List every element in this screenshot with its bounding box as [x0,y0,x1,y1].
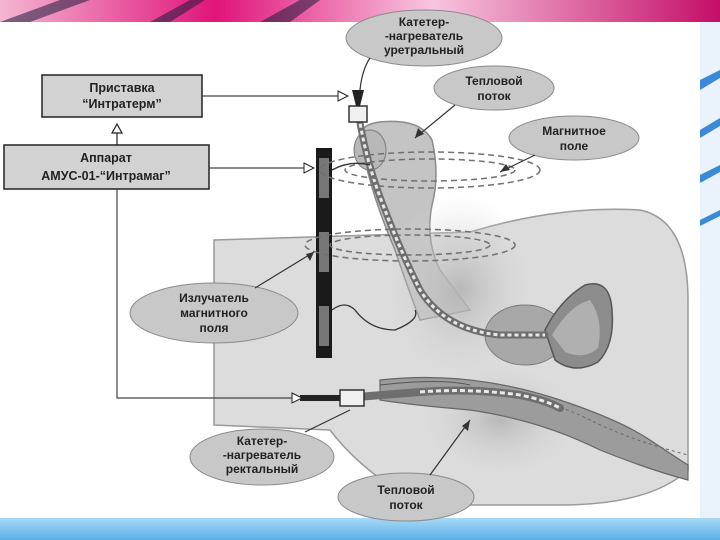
urethral-pointer [360,58,370,90]
arrowhead-urethral [338,91,348,101]
apparat-box: Аппарат АМУС-01-“Интрамаг” [4,145,209,189]
heat-bottom-label-line1: Тепловой [377,483,434,497]
top-decor-band [0,0,720,22]
pristavka-label-line1: Приставка [89,81,155,95]
bottom-decor-band [0,518,720,540]
emitter-coil-2 [319,232,329,272]
callout-heat-bottom-bubble [338,473,474,521]
apparat-label-line1: Аппарат [80,151,132,165]
heat-top-label-line2: поток [477,89,511,103]
pristavka-label-line2: “Интратерм” [82,97,162,111]
emitter-coil-1 [319,158,329,198]
rectal-label-line3: ректальный [226,462,298,476]
right-decor-band [700,22,720,522]
emitter-label-line1: Излучатель [179,291,249,305]
heat-bottom-label-line2: поток [389,498,423,512]
callout-magnetic-bubble [509,116,639,160]
emitter-label-line2: магнитного [180,306,248,320]
urethral-catheter-connector [349,106,367,122]
emitter-label-line3: поля [200,321,229,335]
magnetic-label-line2: поле [560,139,589,153]
callout-magnetic-field: Магнитное поле [500,116,639,172]
urethral-label-line3: уретральный [384,43,464,57]
arrowhead-emitter [304,163,314,173]
rectal-label-line1: Катетер- [237,434,287,448]
rectal-catheter-handle [300,395,340,401]
emitter-coil-3 [319,306,329,346]
callout-heat-top-bubble [434,66,554,110]
heat-top-label-line1: Тепловой [465,74,522,88]
inheritance-arrow [112,124,122,133]
pristavka-box: Приставка “Интратерм” [42,75,202,117]
urethral-label-line1: Катетер- [399,15,449,29]
urethral-label-line2: -нагреватель [385,29,463,43]
rectal-catheter-connector [340,390,364,406]
urethral-catheter-tip [352,90,364,106]
apparat-label-line2: АМУС-01-“Интрамаг” [41,169,170,183]
magnetic-label-line1: Магнитное [542,124,606,138]
rectal-label-line2: -нагреватель [223,448,301,462]
